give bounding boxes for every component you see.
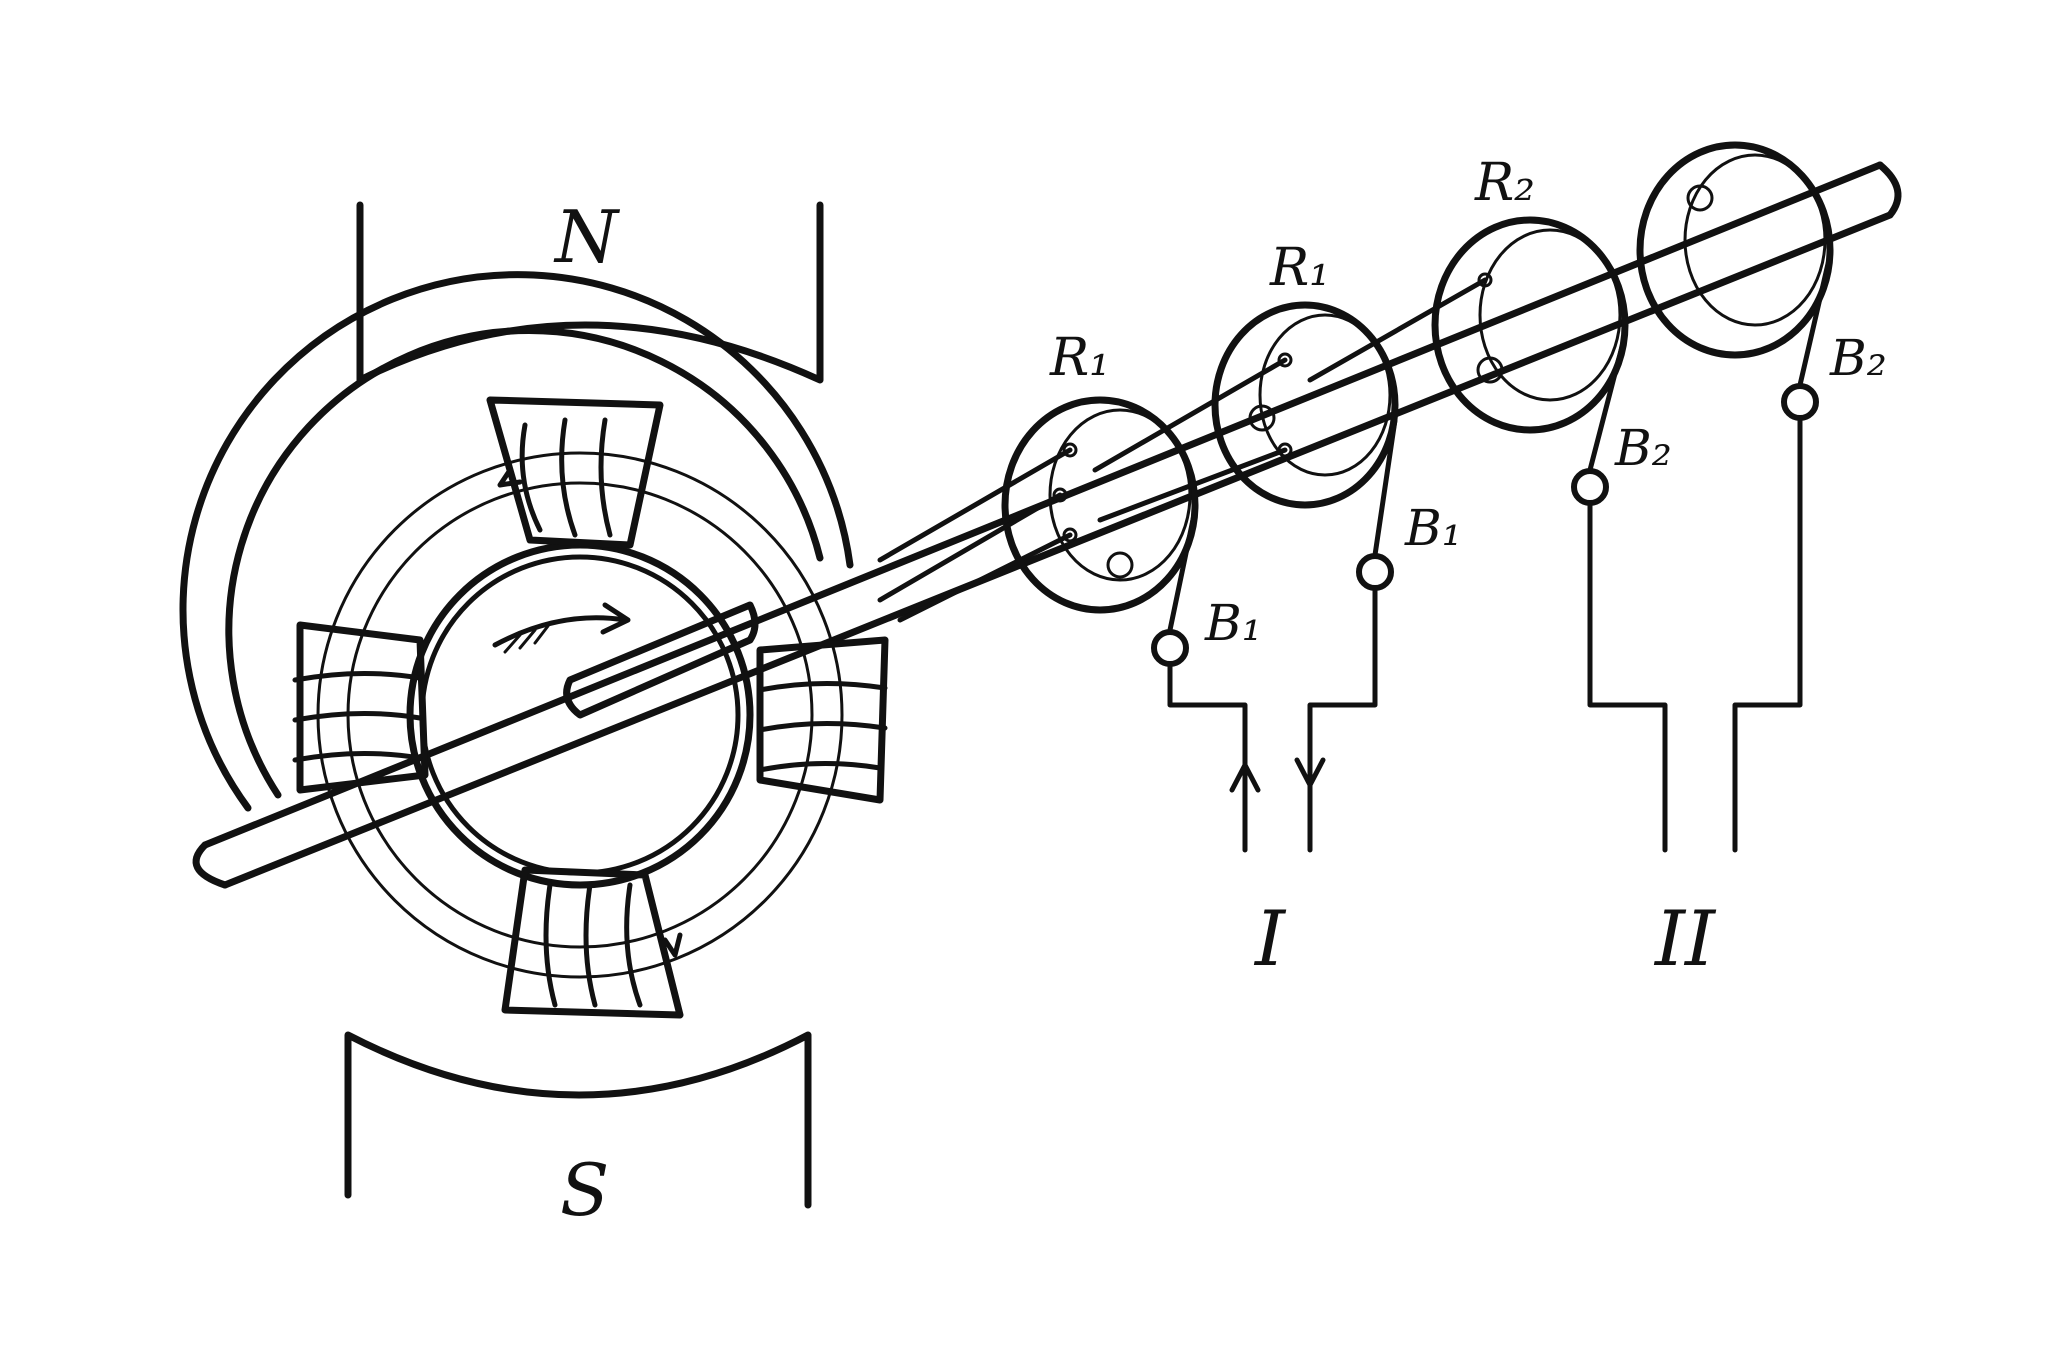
circuit-one-wires — [1167, 585, 1378, 853]
label-ring-r1a: R₁ — [1049, 328, 1110, 388]
coil-right — [756, 636, 889, 804]
coil-left — [292, 621, 429, 794]
slip-ring-r2 — [1431, 216, 1629, 434]
coil-bottom — [501, 866, 684, 1019]
south-pole — [344, 1031, 812, 1209]
rotation-arrow-icon — [492, 602, 631, 654]
label-brush-b1b: B₁ — [1404, 499, 1462, 557]
label-brush-b1a: B₁ — [1204, 594, 1262, 652]
label-ring-r1b: R₁ — [1269, 238, 1330, 298]
coil-top — [486, 396, 664, 549]
circuit-two-wires — [1587, 415, 1803, 853]
label-south: S — [560, 1148, 609, 1232]
armature-hub — [563, 601, 759, 719]
label-brush-b2a: B₂ — [1614, 419, 1672, 477]
label-brush-b2b: B₂ — [1829, 329, 1887, 387]
slip-ring-r2-outer — [1636, 141, 1834, 359]
label-ring-r2: R₂ — [1474, 153, 1535, 213]
label-circuit-two: II — [1653, 894, 1717, 983]
arrow-down-icon — [1294, 757, 1326, 788]
label-north: N — [553, 195, 621, 279]
slip-ring-r1a — [1001, 396, 1199, 614]
label-circuit-one: I — [1253, 894, 1287, 983]
arrow-up-icon — [1229, 762, 1261, 793]
slip-ring-r1b — [1211, 301, 1399, 509]
armature-leads — [877, 277, 1488, 623]
